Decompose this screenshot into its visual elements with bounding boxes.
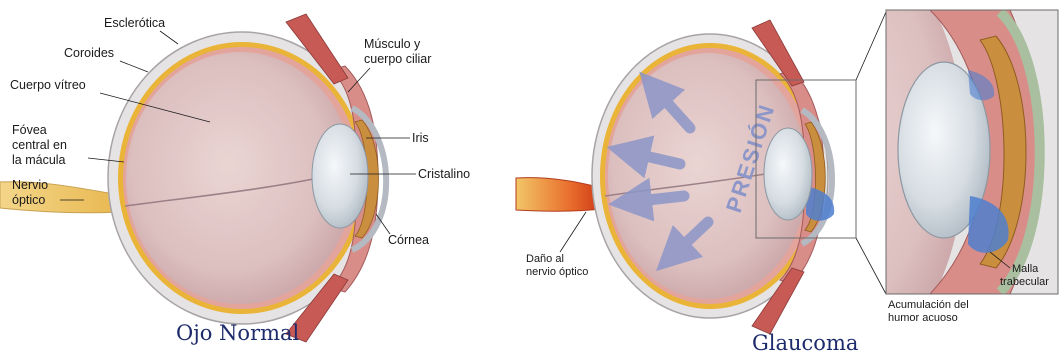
leader-sclera: [160, 31, 178, 44]
label-optic-nerve-1: Nervio: [12, 178, 48, 192]
title-normal-eye: Ojo Normal: [176, 321, 300, 345]
label-lens: Cristalino: [418, 167, 470, 181]
label-fluid-1: Acumulación del: [888, 299, 969, 311]
leader-nerve-damage: [560, 212, 586, 252]
label-meshwork-1: Malla: [1012, 263, 1039, 275]
pressure-arrow-3: [630, 196, 684, 202]
label-meshwork-2: trabecular: [1000, 276, 1049, 288]
lens: [312, 124, 368, 228]
label-ciliary-1: Músculo y: [364, 37, 421, 51]
zoom-line-top: [856, 12, 886, 80]
label-cornea: Córnea: [388, 233, 429, 247]
label-sclera: Esclerótica: [104, 16, 165, 30]
label-fovea-3: la mácula: [12, 153, 66, 167]
label-optic-nerve-2: óptico: [12, 193, 45, 207]
label-nerve-damage-1: Daño al: [526, 253, 564, 265]
label-vitreous: Cuerpo vítreo: [10, 78, 86, 92]
label-nerve-damage-2: nervio óptico: [526, 266, 588, 278]
label-fovea-1: Fóvea: [12, 123, 47, 137]
label-fovea-2: central en: [12, 138, 67, 152]
zoom-line-bottom: [856, 238, 886, 294]
glaucoma-lens: [764, 128, 812, 220]
normal-eye: [0, 14, 386, 342]
leader-choroid: [120, 61, 148, 72]
label-choroid: Coroides: [64, 46, 114, 60]
label-fluid-2: humor acuoso: [888, 312, 958, 324]
label-ciliary-2: cuerpo ciliar: [364, 52, 431, 66]
title-glaucoma: Glaucoma: [752, 331, 858, 355]
glaucoma-eye: PRESIÓN: [516, 12, 886, 334]
label-iris: Iris: [412, 131, 429, 145]
